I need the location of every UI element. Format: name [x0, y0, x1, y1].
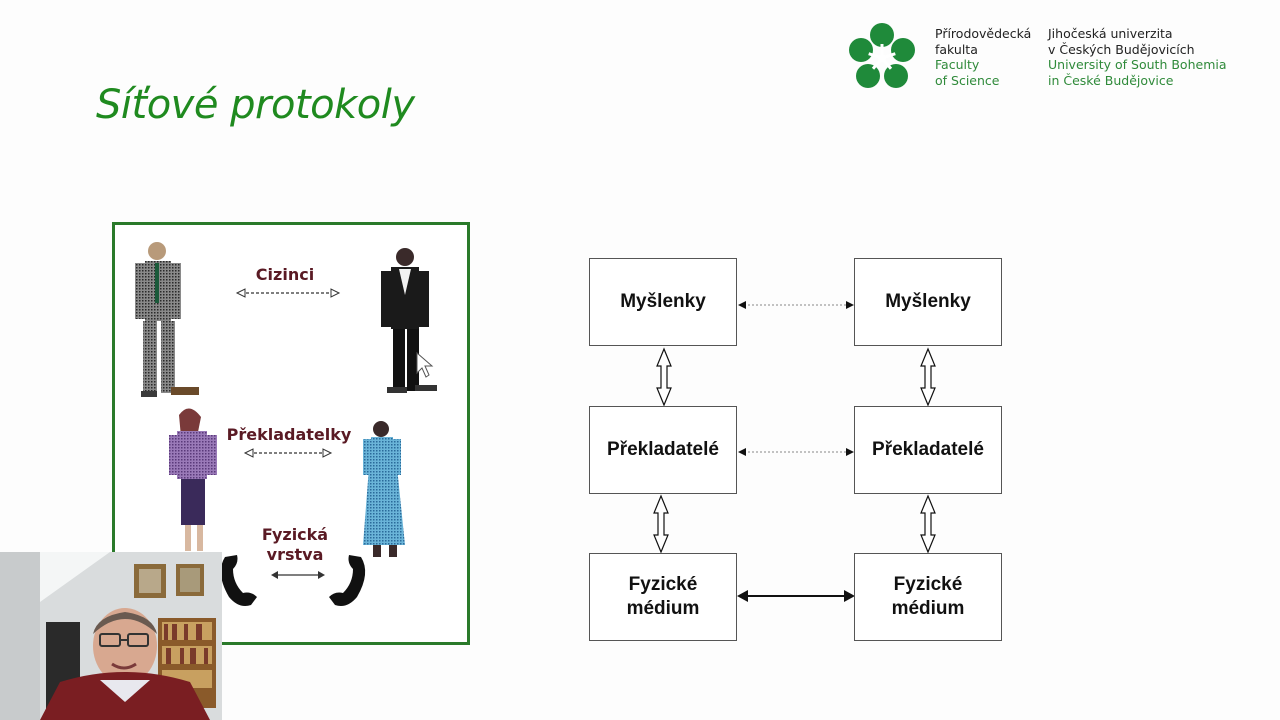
box-left-physical-line1: Fyzické	[629, 574, 698, 595]
box-right-physical-medium: Fyzické médium	[854, 553, 1002, 641]
vertical-arrow-right-lower	[921, 496, 935, 552]
box-right-translators: Překladatelé	[854, 406, 1002, 494]
box-left-physical-medium: Fyzické médium	[589, 553, 737, 641]
box-right-physical-line2: médium	[892, 598, 965, 619]
presenter-video-frame	[0, 552, 222, 720]
vertical-arrow-right-upper	[921, 349, 935, 405]
box-left-physical-line2: médium	[627, 598, 700, 619]
box-left-thoughts: Myšlenky	[589, 258, 737, 346]
vertical-arrow-left-upper	[657, 349, 671, 405]
vertical-arrow-left-lower	[654, 496, 668, 552]
box-right-thoughts: Myšlenky	[854, 258, 1002, 346]
box-right-physical-line1: Fyzické	[894, 574, 963, 595]
presenter-webcam-video	[0, 552, 222, 720]
box-left-translators: Překladatelé	[589, 406, 737, 494]
